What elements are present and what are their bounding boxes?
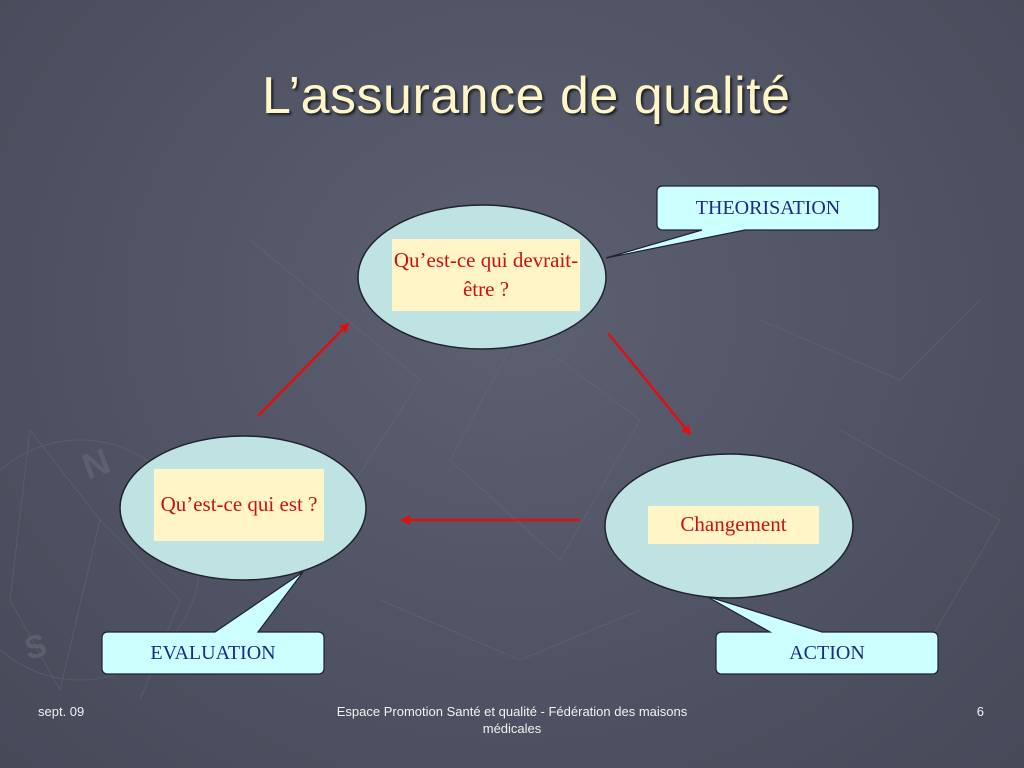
callout-action-shape <box>705 595 939 675</box>
footer-page-number: 6 <box>976 704 984 719</box>
callout-theorisation-shape <box>605 185 880 259</box>
callout-evaluation-shape <box>101 571 325 675</box>
arrow-to-top <box>257 322 350 417</box>
arrow-to-right <box>607 332 692 436</box>
node-top-label: Qu’est-ce qui devrait-être ? <box>392 239 580 311</box>
callout-action: ACTION <box>789 641 865 664</box>
node-right-label: Changement <box>648 506 819 544</box>
callout-evaluation: EVALUATION <box>150 641 276 664</box>
node-left-label: Qu’est-ce qui est ? <box>154 469 324 541</box>
svg-text:S: S <box>20 626 50 666</box>
footer-date: sept. 09 <box>38 704 85 719</box>
slide-title: L’assurance de qualité <box>262 67 791 125</box>
svg-text:N: N <box>77 440 115 487</box>
footer-center: Espace Promotion Santé et qualité - Fédé… <box>336 704 688 736</box>
compass-letters: N S <box>20 440 115 667</box>
callout-theorisation: THEORISATION <box>695 196 841 219</box>
